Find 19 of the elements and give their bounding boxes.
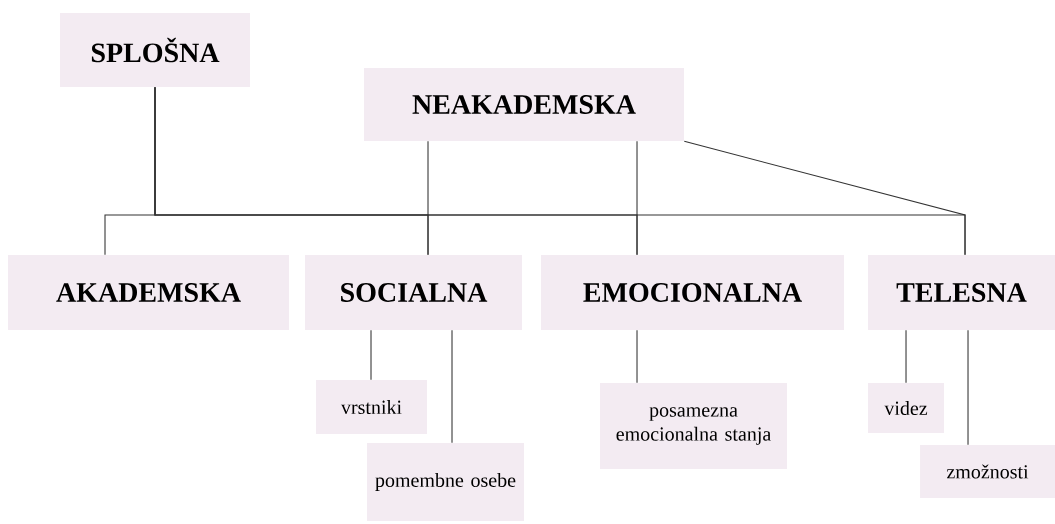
item-box: zmožnosti (920, 444, 1055, 499)
connector-line (636, 140, 638, 256)
connector-line (683, 140, 966, 256)
item-box: vrstniki (316, 380, 427, 434)
category-box: NEAKADEMSKA (364, 67, 684, 142)
category-box: AKADEMSKA (7, 255, 290, 330)
connector-line (370, 329, 372, 381)
connector-line (967, 329, 969, 446)
connector-line (905, 329, 907, 384)
connector-line (636, 329, 638, 384)
item-box: pomembne osebe (366, 443, 525, 521)
category-box: TELESNA (868, 255, 1055, 330)
item-box: videz (868, 383, 944, 433)
category-box: SOCIALNA (304, 255, 523, 330)
item-box: posamezna emocionalna stanja (600, 383, 787, 469)
connector-line (427, 140, 429, 256)
category-box: SPLOŠNA (60, 13, 250, 87)
category-box: EMOCIONALNA (541, 255, 844, 330)
connector-line (451, 329, 453, 444)
